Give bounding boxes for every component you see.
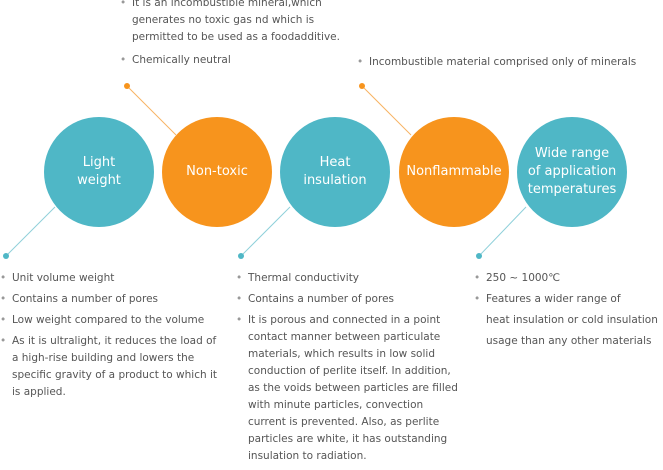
circle-non-toxic: Non-toxic — [162, 117, 272, 227]
circle-label-light-weight: Light weight — [77, 155, 121, 188]
circle-label-temperatures: Wide range of application temperatures — [527, 146, 617, 197]
list-item: •Unit volume weight — [0, 272, 115, 284]
connector-non-toxic — [124, 83, 177, 136]
connector-heat-insulation — [238, 206, 291, 259]
list-item-continued: heat insulation or cold insulation — [486, 314, 658, 326]
circle-temperatures: Wide range of application temperatures — [517, 117, 627, 227]
list-item: •It is porous and connected in a point c… — [236, 314, 458, 462]
heat-insulation-notes: •Thermal conductivity •Contains a number… — [236, 270, 462, 469]
non-toxic-notes: •It is an incombustible mineral,which ge… — [120, 0, 355, 75]
list-item: •Contains a number of pores — [236, 293, 394, 305]
circle-heat-insulation: Heat insulation — [280, 117, 390, 227]
circle-label-heat-insulation: Heat insulation — [303, 155, 367, 188]
circle-label-non-toxic: Non-toxic — [186, 164, 248, 179]
list-item: •Contains a number of pores — [0, 293, 158, 305]
list-item: •Features a wider range of — [474, 293, 621, 305]
list-item: •Incombustible material comprised only o… — [357, 56, 637, 68]
nonflammable-notes: •Incombustible material comprised only o… — [357, 54, 657, 77]
light-weight-notes: •Unit volume weight •Contains a number o… — [0, 270, 218, 405]
list-item: •250 ~ 1000℃ — [474, 272, 561, 284]
list-item-continued: usage than any other materials — [486, 335, 652, 347]
list-item: •Low weight compared to the volume — [0, 314, 205, 326]
circle-nonflammable: Nonflammable — [399, 117, 509, 227]
list-item: •Thermal conductivity — [236, 272, 360, 284]
list-item: •Chemically neutral — [120, 54, 231, 66]
connector-light-weight — [3, 206, 56, 259]
circle-light-weight: Light weight — [44, 117, 154, 227]
temperature-notes: •250 ~ 1000℃ •Features a wider range of … — [474, 270, 663, 354]
connector-temperatures — [476, 206, 527, 259]
connector-nonflammable — [359, 83, 412, 136]
circle-label-nonflammable: Nonflammable — [406, 164, 502, 179]
list-item: •As it is ultralight, it reduces the loa… — [0, 335, 218, 398]
list-item: •It is an incombustible mineral,which ge… — [120, 0, 340, 43]
